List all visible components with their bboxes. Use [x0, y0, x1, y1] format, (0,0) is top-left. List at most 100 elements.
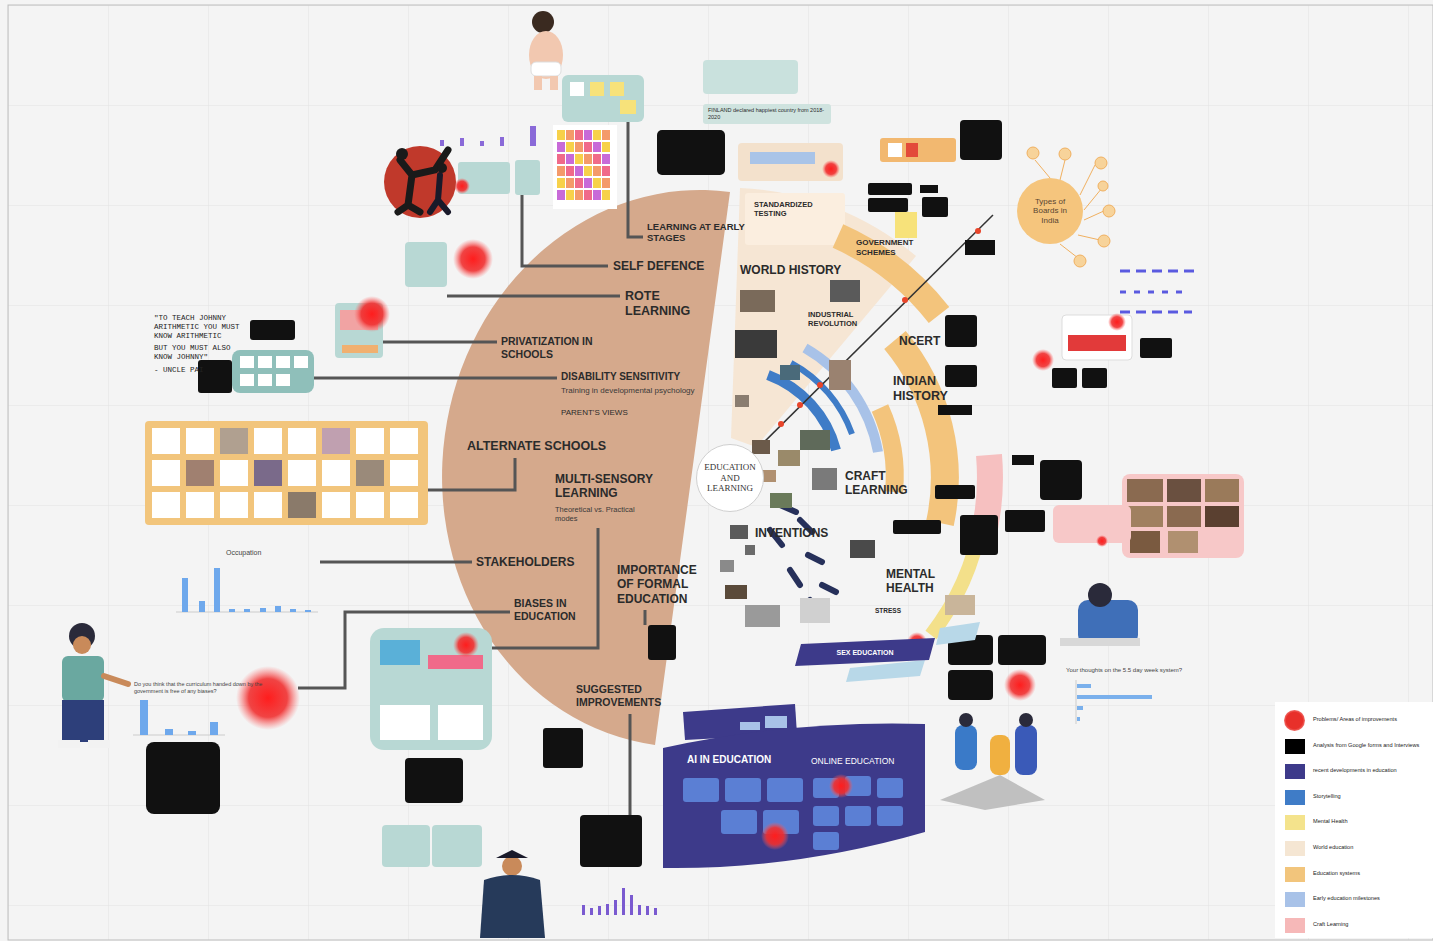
decor-rect — [584, 166, 592, 176]
decor-rect — [186, 428, 214, 454]
decor-rect — [405, 758, 463, 803]
decor-rect — [1012, 455, 1034, 465]
decor-g — [1127, 479, 1239, 553]
legend-row: Education systems — [1278, 864, 1433, 884]
decor-circle — [817, 382, 823, 388]
decor-rect — [920, 185, 938, 193]
decor-rect — [290, 609, 296, 612]
decor-rect — [745, 545, 755, 555]
decor-rect — [868, 198, 908, 212]
decor-g — [1077, 684, 1152, 721]
decor-rect — [935, 485, 975, 499]
legend-text: Education systems — [1313, 870, 1360, 876]
decor-rect — [240, 356, 254, 368]
decor-rect — [575, 190, 583, 200]
topic-label: STANDARDIZED TESTING — [754, 200, 826, 218]
decor-rect — [294, 356, 308, 368]
decor-rect — [566, 130, 574, 140]
decor-rect — [960, 515, 998, 555]
legend-text: Analysis from Google forms and Interview… — [1313, 742, 1419, 748]
decor-rect — [515, 160, 540, 195]
decor-polyline — [644, 610, 647, 625]
decor-rect — [276, 374, 290, 386]
note-card — [813, 806, 839, 826]
decor-rect — [893, 520, 941, 534]
decor-rect — [432, 825, 482, 867]
note-card — [845, 806, 871, 826]
decor-rect — [258, 374, 272, 386]
decor-rect — [998, 635, 1046, 665]
topic-band: SEX EDUCATION — [795, 638, 935, 666]
decor-rect — [1005, 510, 1045, 532]
decor-rect — [593, 178, 601, 188]
decor-rect — [275, 606, 281, 612]
topic-label: SELF DEFENCE — [613, 259, 725, 273]
decor-rect — [965, 240, 995, 255]
topic-label: LEARNING AT EARLY STAGES — [647, 221, 753, 244]
note-card — [767, 778, 803, 802]
decor-line — [1080, 165, 1095, 195]
decor-g — [557, 130, 610, 200]
decor-g — [720, 280, 975, 627]
legend-text: recent developments in education — [1313, 767, 1397, 773]
topic-circle: Types of Boards in India — [1017, 178, 1083, 244]
chart-title: Occupation — [226, 549, 296, 557]
decor-rect — [62, 656, 104, 702]
decor-rect — [557, 166, 565, 176]
decor-rect — [570, 82, 584, 96]
decor-polyline — [383, 341, 497, 344]
decor-rect — [1052, 368, 1077, 388]
decor-g — [582, 888, 657, 915]
decor-rect — [602, 130, 610, 140]
decor-polyline — [628, 122, 643, 237]
decor-rect — [1040, 460, 1082, 500]
decor-rect — [534, 76, 542, 90]
topic-label: ROTE LEARNING — [625, 289, 707, 319]
decor-rect — [1275, 702, 1433, 938]
problem-dot — [829, 774, 853, 798]
decor-circle — [1059, 148, 1071, 160]
decor-rect — [531, 62, 561, 76]
decor-rect — [288, 492, 316, 518]
topic-label: STAKEHOLDERS — [476, 555, 591, 569]
topic-label: INDUSTRIAL REVOLUTION — [808, 310, 868, 328]
decor-polyline — [492, 528, 598, 648]
decor-rect — [610, 82, 624, 96]
decor-rect — [220, 428, 248, 454]
decor-rect — [1168, 531, 1198, 553]
decor-rect — [1140, 338, 1172, 358]
decor-circle — [902, 297, 908, 303]
decor-rect — [254, 492, 282, 518]
decor-circle — [959, 713, 973, 727]
decor-rect — [720, 560, 734, 572]
decor-rect — [1127, 506, 1163, 527]
note-box: FINLAND declared happiest country from 2… — [703, 104, 831, 124]
decor-rect — [566, 142, 574, 152]
decor-rect — [800, 430, 830, 450]
decor-rect — [8, 5, 1433, 940]
note-card — [813, 832, 839, 850]
decor-rect — [250, 320, 295, 340]
decor-circle — [1088, 583, 1112, 607]
decor-rect — [1205, 479, 1239, 502]
decor-rect — [584, 142, 592, 152]
decor-rect — [199, 601, 205, 612]
decor-rect — [500, 137, 504, 146]
topic-label: INDIAN HISTORY — [893, 374, 961, 404]
decor-g — [140, 700, 218, 735]
decor-rect — [590, 82, 604, 96]
decor-rect — [703, 60, 798, 94]
decor-rect — [390, 460, 418, 486]
node-text: ONLINE EDUCATION — [811, 756, 894, 766]
topic-label: GOVERNMENT SCHEMES — [856, 238, 920, 257]
topic-label: MULTI-SENSORY LEARNING — [555, 472, 673, 501]
decor-rect — [322, 492, 350, 518]
decor-rect — [440, 140, 444, 146]
decor-rect — [220, 492, 248, 518]
band-fill — [663, 724, 925, 869]
decor-circle — [453, 632, 479, 658]
decor-rect — [778, 450, 800, 466]
decor-circle — [437, 163, 447, 173]
quote-attribution: - UNCLE PAI — [154, 366, 250, 375]
decor-line — [1084, 188, 1102, 210]
